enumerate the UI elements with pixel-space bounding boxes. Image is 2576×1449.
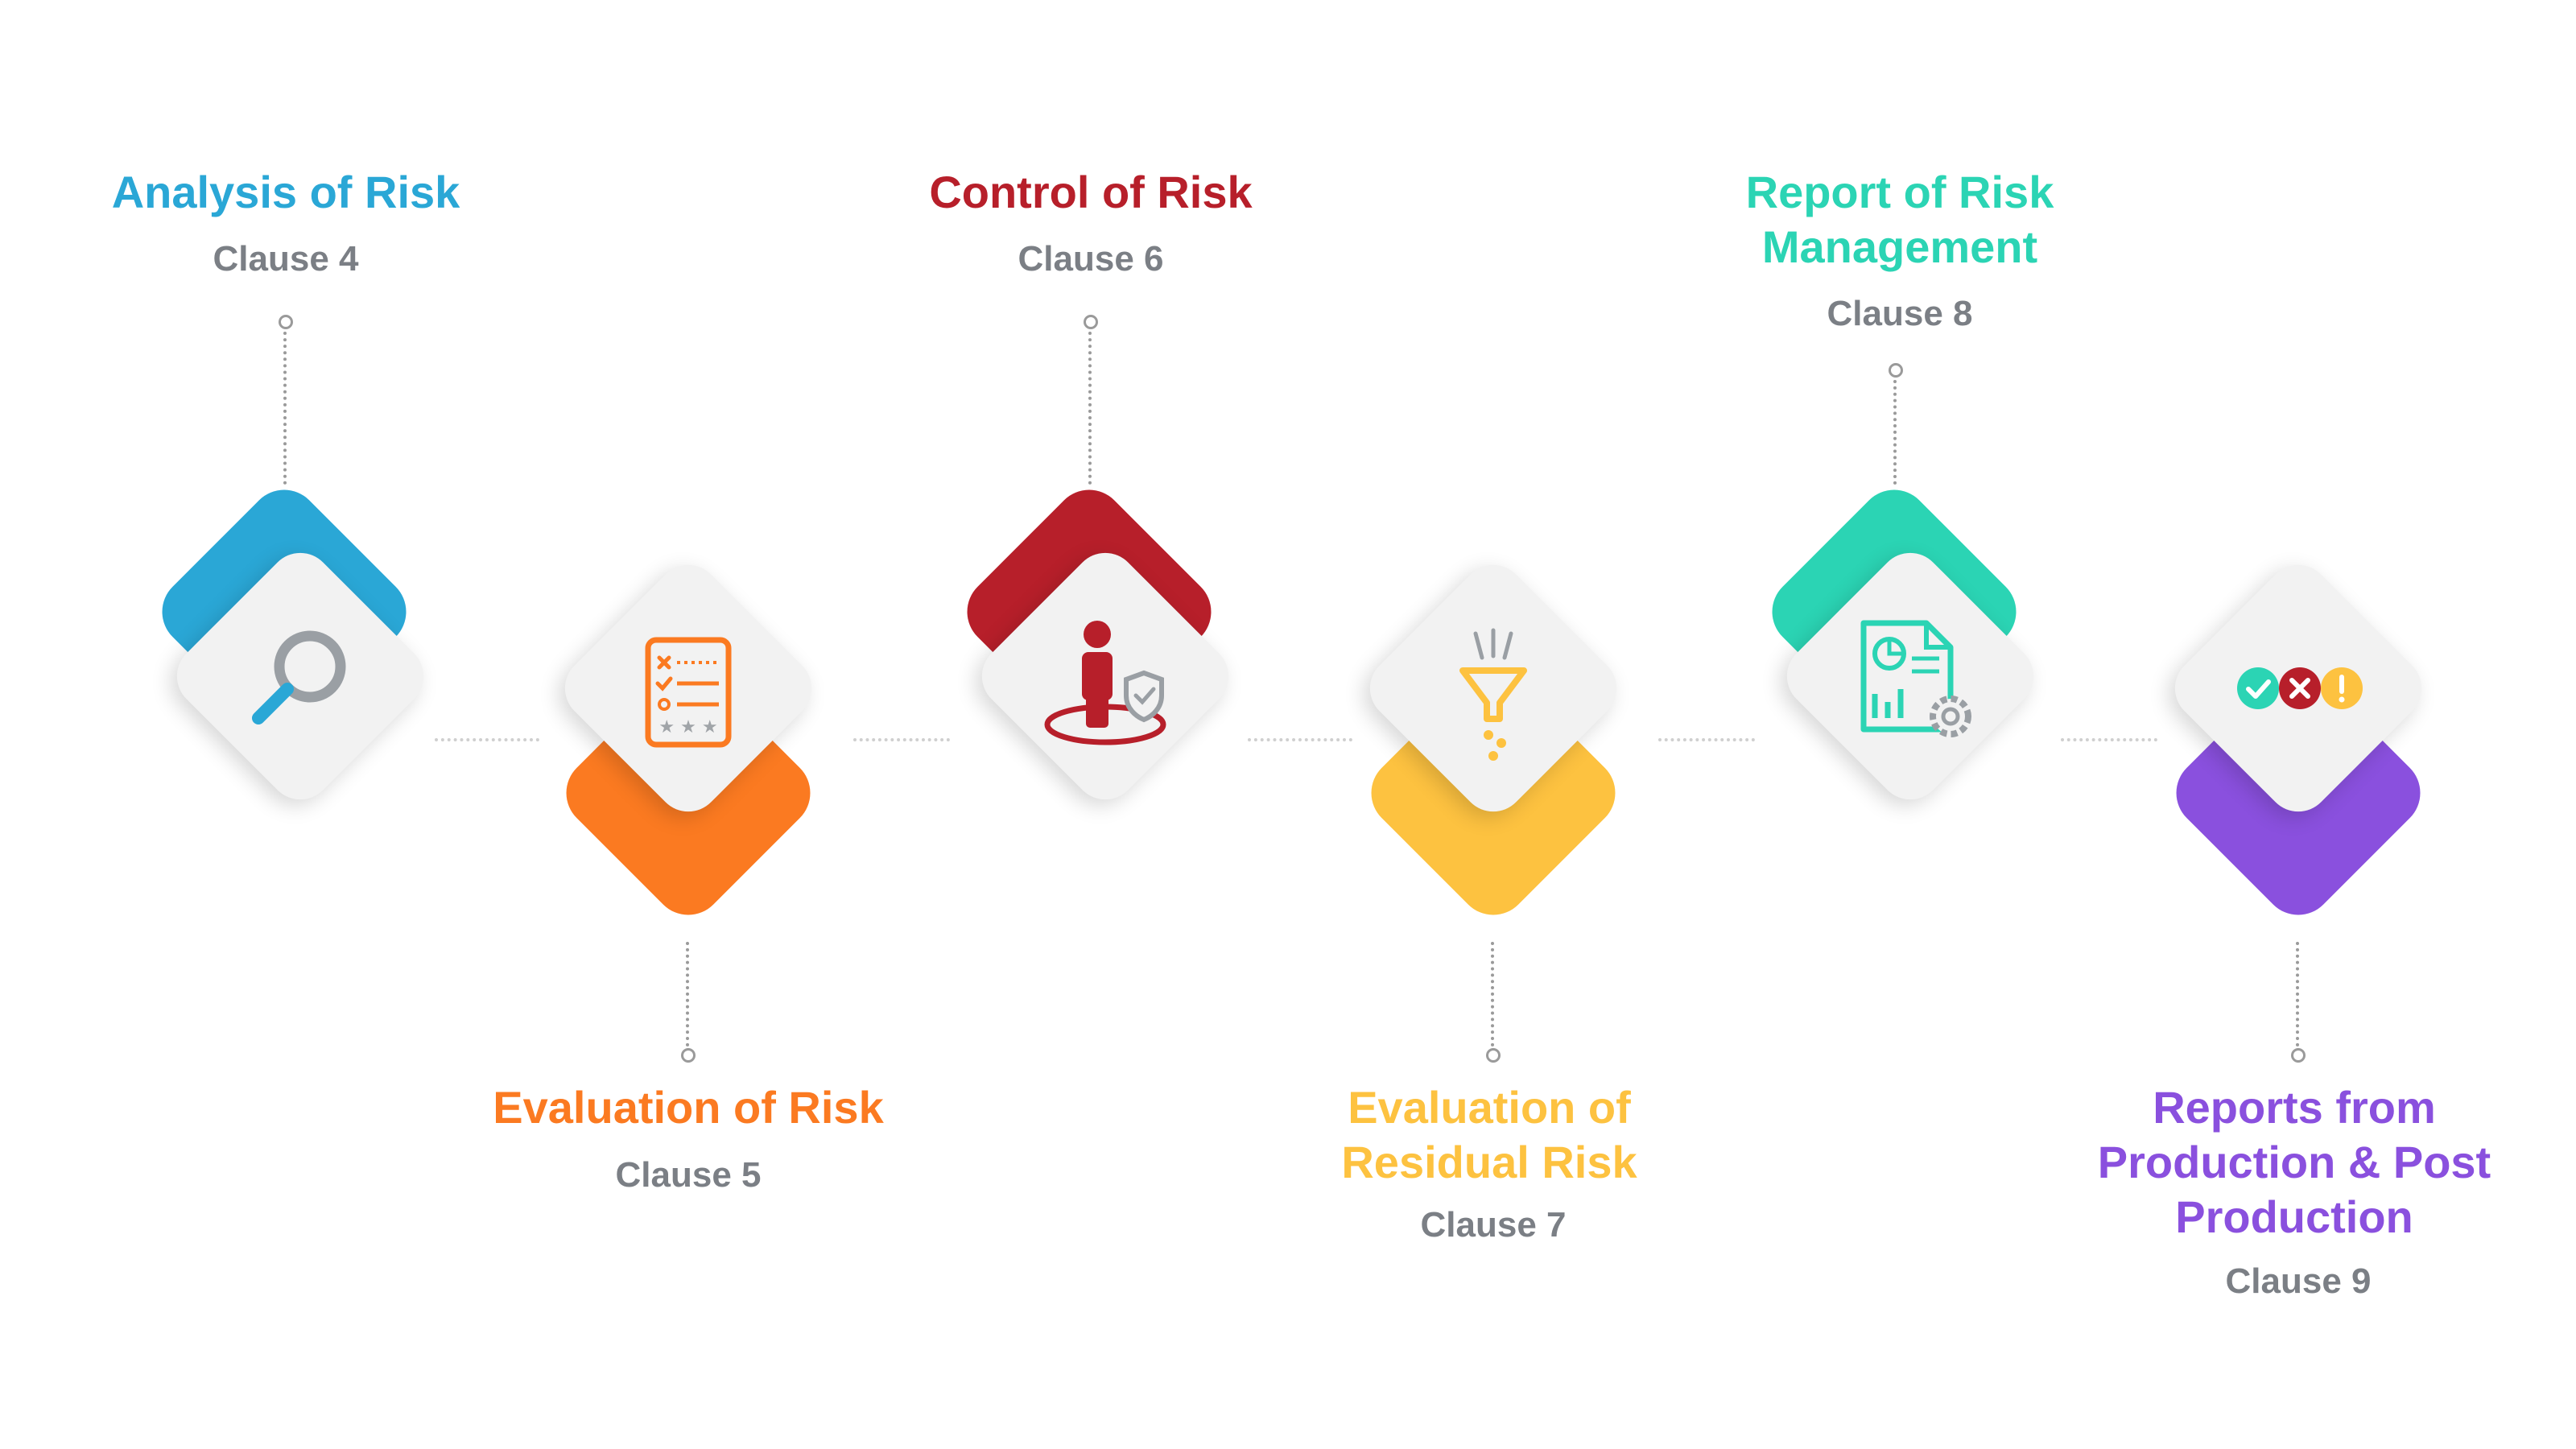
person-shield-icon xyxy=(1025,596,1186,757)
step-2-connector-line xyxy=(686,942,689,1046)
step-3-clause: Clause 6 xyxy=(1018,239,1164,279)
step-4-connector-dot xyxy=(1486,1048,1501,1063)
check-circle-icon xyxy=(2237,667,2279,709)
step-4-title: Evaluation of Residual Risk xyxy=(1341,1082,1637,1187)
step-4-clause: Clause 7 xyxy=(1420,1205,1567,1245)
step-1-diamond xyxy=(125,475,447,821)
status-icons xyxy=(2218,608,2379,769)
step-1-clause: Clause 4 xyxy=(213,239,359,279)
checklist-icon: ★ ★ ★ xyxy=(608,608,769,769)
step-3-connector-dot xyxy=(1084,315,1098,329)
step-6-title: Reports from Production & Post Productio… xyxy=(2097,1082,2491,1242)
step-5-title: Report of Risk Management xyxy=(1745,167,2054,272)
funnel-icon xyxy=(1413,608,1574,769)
step-4-connector-line xyxy=(1491,942,1494,1046)
connector-5-6 xyxy=(2061,738,2157,741)
step-2-title: Evaluation of Risk xyxy=(493,1082,884,1133)
step-5-connector-dot xyxy=(1889,363,1903,378)
step-2-connector-dot xyxy=(681,1048,696,1063)
step-1-connector-dot xyxy=(279,315,293,329)
connector-4-5 xyxy=(1658,738,1755,741)
step-6-connector-line xyxy=(2296,942,2299,1046)
step-3-title: Control of Risk xyxy=(929,167,1253,217)
step-3-connector-line xyxy=(1088,332,1092,485)
step-1-title: Analysis of Risk xyxy=(111,167,460,217)
x-circle-icon xyxy=(2279,667,2321,709)
step-1-connector-line xyxy=(283,332,287,485)
step-6-connector-dot xyxy=(2291,1048,2306,1063)
report-gear-icon xyxy=(1830,596,1991,757)
connector-3-4 xyxy=(1248,738,1352,741)
step-5-connector-line xyxy=(1893,380,1897,485)
step-6-diamond xyxy=(2137,551,2459,930)
warning-circle-icon xyxy=(2321,667,2363,709)
step-3-diamond xyxy=(930,475,1252,821)
connector-2-3 xyxy=(853,738,950,741)
step-5-diamond xyxy=(1735,475,2057,821)
step-6-clause: Clause 9 xyxy=(2225,1261,2372,1301)
magnifier-icon xyxy=(220,596,381,757)
connector-1-2 xyxy=(435,738,539,741)
svg-text:★ ★ ★: ★ ★ ★ xyxy=(658,717,717,737)
step-4-diamond xyxy=(1332,551,1654,930)
step-2-diamond: ★ ★ ★ xyxy=(527,551,849,930)
step-2-clause: Clause 5 xyxy=(615,1155,762,1195)
step-5-clause: Clause 8 xyxy=(1827,294,1973,333)
